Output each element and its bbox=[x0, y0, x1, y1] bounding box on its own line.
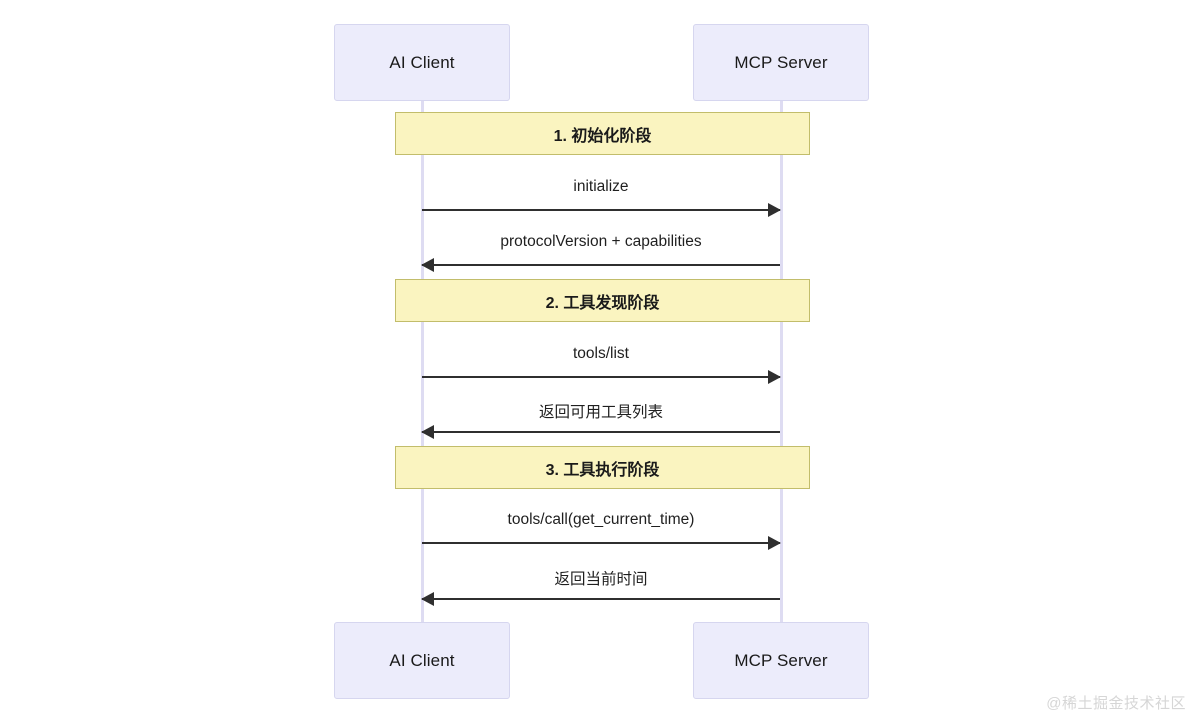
message-return-tool-list-label: 返回可用工具列表 bbox=[538, 404, 663, 421]
participant-server-label: MCP Server bbox=[734, 52, 828, 72]
message-arrow-line bbox=[422, 431, 780, 433]
phase-banner-1-label: 1. 初始化阶段 bbox=[553, 127, 652, 145]
phase-banner-1: 1. 初始化阶段 bbox=[395, 112, 810, 155]
arrowhead-left-icon bbox=[421, 592, 434, 606]
message-protocolversion-capabilities-label: protocolVersion + capabilities bbox=[500, 233, 702, 250]
participant-server-bottom: MCP Server bbox=[693, 622, 869, 699]
arrowhead-right-icon bbox=[768, 536, 781, 550]
message-arrow-line bbox=[422, 376, 780, 378]
arrowhead-left-icon bbox=[421, 425, 434, 439]
message-initialize-label: initialize bbox=[573, 178, 629, 195]
lifeline-client bbox=[421, 101, 424, 622]
phase-banner-3: 3. 工具执行阶段 bbox=[395, 446, 810, 489]
message-initialize: initialize bbox=[422, 178, 781, 222]
message-return-current-time: 返回当前时间 bbox=[421, 567, 780, 611]
phase-banner-2-label: 2. 工具发现阶段 bbox=[545, 294, 660, 312]
participant-client-bottom: AI Client bbox=[334, 622, 510, 699]
message-tools-call-label: tools/call(get_current_time) bbox=[507, 511, 695, 528]
message-arrow-line bbox=[422, 598, 780, 600]
watermark: @稀土掘金技术社区 bbox=[1046, 695, 1186, 712]
arrowhead-right-icon bbox=[768, 203, 781, 217]
message-arrow-line bbox=[422, 209, 780, 211]
message-return-tool-list: 返回可用工具列表 bbox=[421, 400, 780, 444]
message-arrow-line bbox=[422, 542, 780, 544]
message-protocolversion-capabilities: protocolVersion + capabilities bbox=[421, 233, 780, 277]
message-tools-call: tools/call(get_current_time) bbox=[422, 511, 781, 555]
arrowhead-right-icon bbox=[768, 370, 781, 384]
participant-client-label: AI Client bbox=[389, 52, 455, 72]
arrowhead-left-icon bbox=[421, 258, 434, 272]
participant-server-label: MCP Server bbox=[734, 650, 828, 670]
participant-client-top: AI Client bbox=[334, 24, 510, 101]
lifeline-server bbox=[780, 101, 783, 622]
message-arrow-line bbox=[422, 264, 780, 266]
message-tools-list-label: tools/list bbox=[573, 345, 629, 362]
phase-banner-3-label: 3. 工具执行阶段 bbox=[545, 461, 660, 479]
message-return-current-time-label: 返回当前时间 bbox=[554, 571, 648, 588]
participant-client-label: AI Client bbox=[389, 650, 455, 670]
phase-banner-2: 2. 工具发现阶段 bbox=[395, 279, 810, 322]
participant-server-top: MCP Server bbox=[693, 24, 869, 101]
message-tools-list: tools/list bbox=[422, 345, 781, 389]
